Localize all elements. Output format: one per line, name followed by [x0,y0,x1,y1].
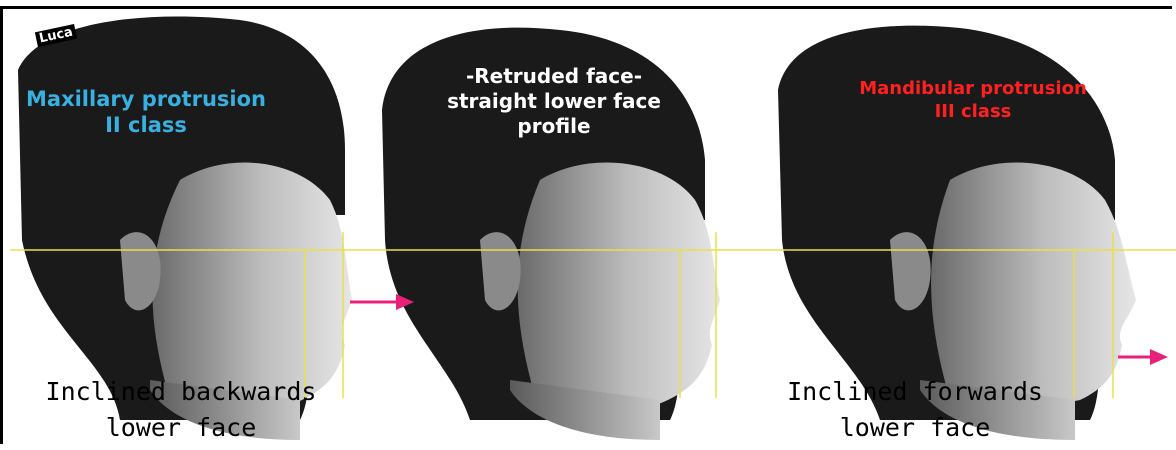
panel-title-1-line-1: Maxillary protrusion [12,86,280,112]
panel-caption-1-line-1: Inclined backwards [16,374,346,410]
panel-title-3-line-1: Mandibular protrusion [828,78,1118,101]
panel-title-3-line-2: III class [828,101,1118,124]
panel-title-2-line-3: profile [404,114,704,139]
panel-title-2: -Retruded face- straight lower face prof… [404,64,704,139]
panel-caption-3-line-2: lower face [760,410,1070,446]
panel-caption-3: Inclined forwards lower face [760,374,1070,447]
arrow-icon-2 [1118,349,1168,365]
panel-title-2-line-2: straight lower face [404,89,704,114]
panel-title-1: Maxillary protrusion II class [12,86,280,139]
panel-caption-3-line-1: Inclined forwards [760,374,1070,410]
panel-title-1-line-2: II class [12,112,280,138]
panel-title-2-line-1: -Retruded face- [404,64,704,89]
panel-caption-1: Inclined backwards lower face [16,374,346,447]
panel-title-3: Mandibular protrusion III class [828,78,1118,123]
panel-caption-1-line-2: lower face [16,410,346,446]
